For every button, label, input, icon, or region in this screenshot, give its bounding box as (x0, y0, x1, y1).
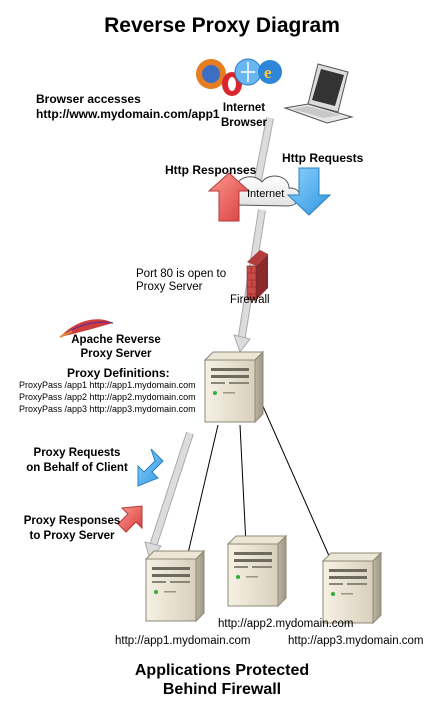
http-requests-arrow-icon (286, 167, 332, 216)
app3-url-label: http://app3.mydomain.com (288, 635, 424, 647)
browser-logos: e (196, 58, 282, 96)
footer-caption: Applications Protected Behind Firewall (0, 661, 444, 699)
proxy-responses-label: Proxy Responses to Proxy Server (12, 514, 132, 544)
port-caption: Port 80 is open to Proxy Server (136, 268, 226, 294)
app3-server-icon (322, 552, 382, 624)
footer-caption-line1: Applications Protected (134, 662, 310, 679)
http-responses-arrow-icon (207, 172, 251, 222)
proxy-definitions-list: ProxyPass /app1 http://app1.mydomain.com… (19, 379, 196, 415)
proxy-server-name: Apache Reverse Proxy Server (61, 333, 171, 361)
laptop-icon (283, 63, 354, 124)
internet-label: Internet (247, 188, 285, 200)
proxy-responses-arrow-icon (117, 505, 143, 533)
proxy-requests-line2: on Behalf of Client (26, 462, 128, 474)
proxy-definition-app2: ProxyPass /app2 http://app2.mydomain.com (19, 392, 196, 402)
browser-caption: Browser accesses http://www.mydomain.com… (36, 92, 220, 122)
proxy-responses-line1: Proxy Responses (23, 515, 121, 527)
proxy-server-icon (204, 351, 264, 423)
http-requests-label: Http Requests (282, 151, 364, 165)
browser-label-line1: Internet (222, 102, 266, 114)
port-caption-line1: Port 80 is open to (136, 268, 227, 280)
app1-url-label: http://app1.mydomain.com (115, 635, 251, 647)
proxy-responses-line2: to Proxy Server (29, 530, 115, 542)
browser-caption-line1: Browser accesses (36, 92, 141, 106)
browser-label: Internet Browser (215, 101, 273, 131)
footer-caption-line2: Behind Firewall (162, 681, 282, 698)
proxy-requests-line1: Proxy Requests (33, 447, 121, 459)
proxy-definitions-heading: Proxy Definitions: (67, 366, 170, 380)
port-caption-line2: Proxy Server (136, 281, 203, 293)
proxy-requests-arrow-icon (137, 448, 164, 487)
svg-text:e: e (264, 63, 272, 82)
firewall-label: Firewall (230, 294, 270, 306)
apache-feather-icon (59, 319, 114, 338)
browser-label-line2: Browser (220, 117, 268, 129)
firewall-icon (246, 250, 268, 301)
proxy-definition-app3: ProxyPass /app3 http://app3.mydomain.com (19, 404, 196, 414)
http-responses-label: Http Responses (165, 163, 257, 177)
app1-server-icon (145, 550, 205, 622)
proxy-server-name-line1: Apache Reverse (71, 334, 161, 346)
app2-server-icon (227, 535, 287, 607)
page-title: Reverse Proxy Diagram (104, 14, 340, 37)
browser-caption-line2: http://www.mydomain.com/app1 (36, 107, 220, 121)
app2-url-label: http://app2.mydomain.com (218, 618, 354, 630)
proxy-definition-app1: ProxyPass /app1 http://app1.mydomain.com (19, 380, 196, 390)
proxy-server-name-line2: Proxy Server (80, 348, 152, 360)
proxy-requests-label: Proxy Requests on Behalf of Client (12, 446, 142, 476)
